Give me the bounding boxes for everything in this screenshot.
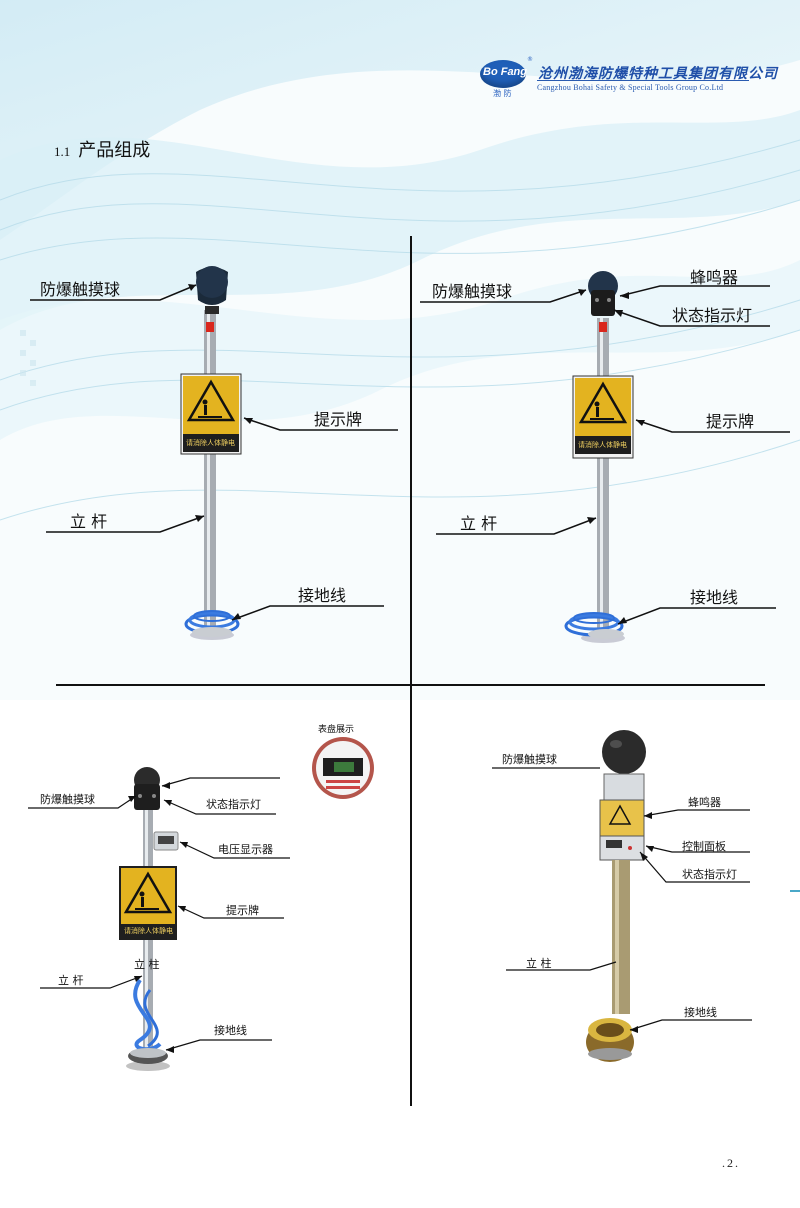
label-ground-wire-bottom-right: 接地线 [684, 1006, 717, 1019]
label-control-panel-bottom-right: 控制面板 [682, 840, 726, 853]
label-pole-top-left: 立 杆 [70, 512, 108, 531]
label-sign-top-right: 提示牌 [706, 412, 755, 431]
section-title: 1.1 产品组成 [54, 136, 150, 162]
label-touch-ball-top-right: 防爆触摸球 [432, 282, 513, 301]
label-voltage-display-bottom-left: 电压显示器 [218, 843, 273, 856]
logo-subtext: 渤 防 [493, 89, 512, 98]
logo-text: Bo Fang [483, 66, 527, 78]
divider-vertical [410, 236, 412, 686]
label-buzzer-top-right: 蜂鸣器 [690, 268, 739, 287]
label-column-bottom-right: 立 柱 [526, 957, 552, 970]
label-touch-ball-bottom-right: 防爆触摸球 [502, 753, 557, 766]
divider-horizontal-left [56, 684, 412, 686]
sign-text-bottom-left: 请消除人体静电 [124, 927, 173, 935]
label-ground-wire-bottom-left: 接地线 [214, 1024, 247, 1037]
section-number: 1.1 [54, 144, 71, 159]
edge-accent [790, 890, 800, 892]
label-status-light-top-right: 状态指示灯 [672, 306, 753, 325]
sign-text-top-right: 请消除人体静电 [578, 441, 627, 449]
label-sign-bottom-left: 提示牌 [226, 904, 259, 917]
label-pole-top-right: 立 杆 [460, 514, 498, 533]
label-status-light-bottom-right: 状态指示灯 [682, 868, 737, 881]
page-number: .2. [722, 1156, 740, 1170]
section-title-text: 产品组成 [78, 140, 151, 161]
label-sign-top-left: 提示牌 [314, 410, 363, 429]
company-name-en: Cangzhou Bohai Safety & Special Tools Gr… [537, 83, 724, 92]
divider-vertical-lower [410, 686, 412, 1106]
company-name-cn: 沧州渤海防爆特种工具集团有限公司 [538, 66, 778, 82]
label-column-bottom-left: 立 柱 [134, 958, 160, 971]
label-ground-wire-top-left: 接地线 [298, 586, 347, 605]
label-ground-wire-top-right: 接地线 [690, 588, 739, 607]
sign-text-top-left: 请消除人体静电 [186, 439, 235, 447]
dial-caption: 表盘展示 [318, 725, 355, 735]
label-status-light-bottom-left: 状态指示灯 [206, 798, 261, 811]
label-buzzer-bottom-right: 蜂鸣器 [688, 796, 721, 809]
label-pole-bottom-left: 立 杆 [58, 974, 84, 987]
label-touch-ball-top-left: 防爆触摸球 [40, 280, 121, 299]
label-touch-ball-bottom-left: 防爆触摸球 [40, 793, 95, 806]
header-underline [537, 80, 749, 81]
divider-horizontal-right [410, 684, 765, 686]
registered-mark: ® [527, 56, 533, 63]
logo-badge [480, 60, 526, 88]
